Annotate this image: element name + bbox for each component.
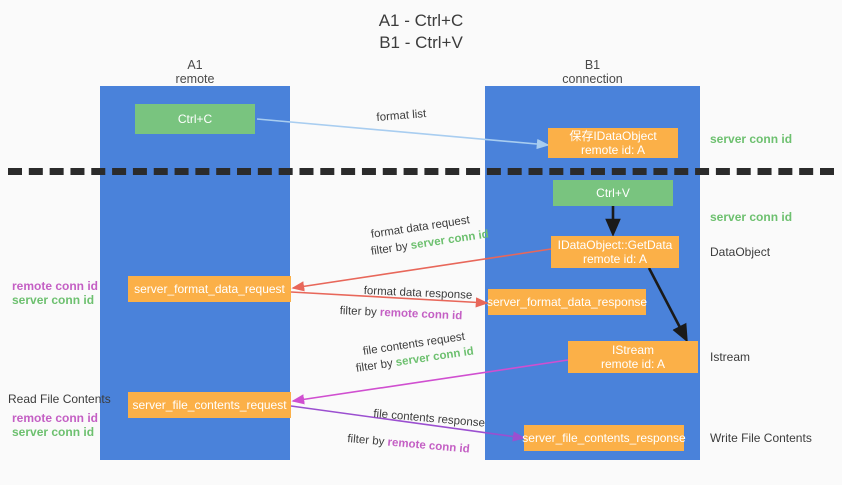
box-idataobject-getdata-line1: IDataObject::GetData <box>557 238 673 252</box>
lane-b1-name: B1 <box>584 58 601 72</box>
lane-a1-sub: remote <box>175 72 215 86</box>
lane-b1-sub: connection <box>562 72 623 86</box>
phase-separator-dashed-line <box>8 168 834 175</box>
caption-file-contents-response: file contents response <box>372 407 486 430</box>
box-server-format-data-request-label: server_format_data_request <box>134 282 285 296</box>
caption-fdresp-filter-pre: filter by <box>339 304 381 319</box>
title-line-1: A1 - Ctrl+C <box>378 11 464 30</box>
box-ctrl-v-label: Ctrl+V <box>596 186 630 200</box>
caption-fcresp-filter-pre: filter by <box>346 432 389 449</box>
box-ctrl-v[interactable]: Ctrl+V <box>553 180 673 206</box>
page-title: A1 - Ctrl+C B1 - Ctrl+V <box>0 10 842 54</box>
box-ctrl-c-label: Ctrl+C <box>177 112 213 126</box>
annotation-right-istream: Istream <box>710 350 751 364</box>
box-server-format-data-request[interactable]: server_format_data_request <box>128 276 291 302</box>
caption-file-contents-response-filter: filter by remote conn id <box>347 432 471 458</box>
caption-format-data-response: format data response <box>363 284 473 302</box>
box-istream-line2: remote id: A <box>600 357 666 371</box>
caption-fdresp-filter-key: remote conn id <box>379 306 463 323</box>
box-server-file-contents-request-label: server_file_contents_request <box>132 398 287 412</box>
caption-fdreq-filter-pre: filter by <box>370 240 412 258</box>
caption-format-list: format list <box>376 108 427 124</box>
box-ctrl-c[interactable]: Ctrl+C <box>135 104 255 134</box>
annotation-right-dataobject: DataObject <box>710 245 771 259</box>
annotation-left-remote-conn-id-1: remote conn id <box>12 279 99 293</box>
annotation-left-server-conn-id-1: server conn id <box>12 293 95 307</box>
box-istream[interactable]: IStream remote id: A <box>568 341 698 373</box>
title-line-2: B1 - Ctrl+V <box>379 33 463 52</box>
box-server-file-contents-response-label: server_file_contents_response <box>522 431 686 445</box>
caption-fcreq-filter-pre: filter by <box>355 357 397 375</box>
box-server-format-data-response[interactable]: server_format_data_response <box>486 289 648 315</box>
annotation-right-server-conn-id-1: server conn id <box>710 132 793 146</box>
caption-format-data-response-filter: filter by remote conn id <box>339 304 462 324</box>
box-save-idataobject-line1: 保存IDataObject <box>569 129 657 143</box>
lane-header-b1: B1 connection <box>485 58 700 86</box>
lane-header-a1: A1 remote <box>100 58 290 86</box>
annotation-left-remote-conn-id-2: remote conn id <box>12 411 99 425</box>
box-istream-line1: IStream <box>611 343 654 357</box>
box-save-idataobject[interactable]: 保存IDataObject remote id: A <box>548 128 678 158</box>
box-idataobject-getdata[interactable]: IDataObject::GetData remote id: A <box>551 236 679 268</box>
box-idataobject-getdata-line2: remote id: A <box>582 252 648 266</box>
box-server-file-contents-response[interactable]: server_file_contents_response <box>522 425 686 451</box>
annotation-left-read-file-contents: Read File Contents <box>8 392 111 406</box>
annotation-right-server-conn-id-2: server conn id <box>710 210 793 224</box>
caption-fcresp-filter-key: remote conn id <box>386 436 471 456</box>
box-save-idataobject-line2: remote id: A <box>580 143 646 157</box>
lane-a1-name: A1 <box>187 58 203 72</box>
annotation-right-write-file-contents: Write File Contents <box>710 431 812 445</box>
box-server-file-contents-request[interactable]: server_file_contents_request <box>128 392 291 418</box>
box-server-format-data-response-label: server_format_data_response <box>486 295 648 309</box>
annotation-left-server-conn-id-2: server conn id <box>12 425 95 439</box>
